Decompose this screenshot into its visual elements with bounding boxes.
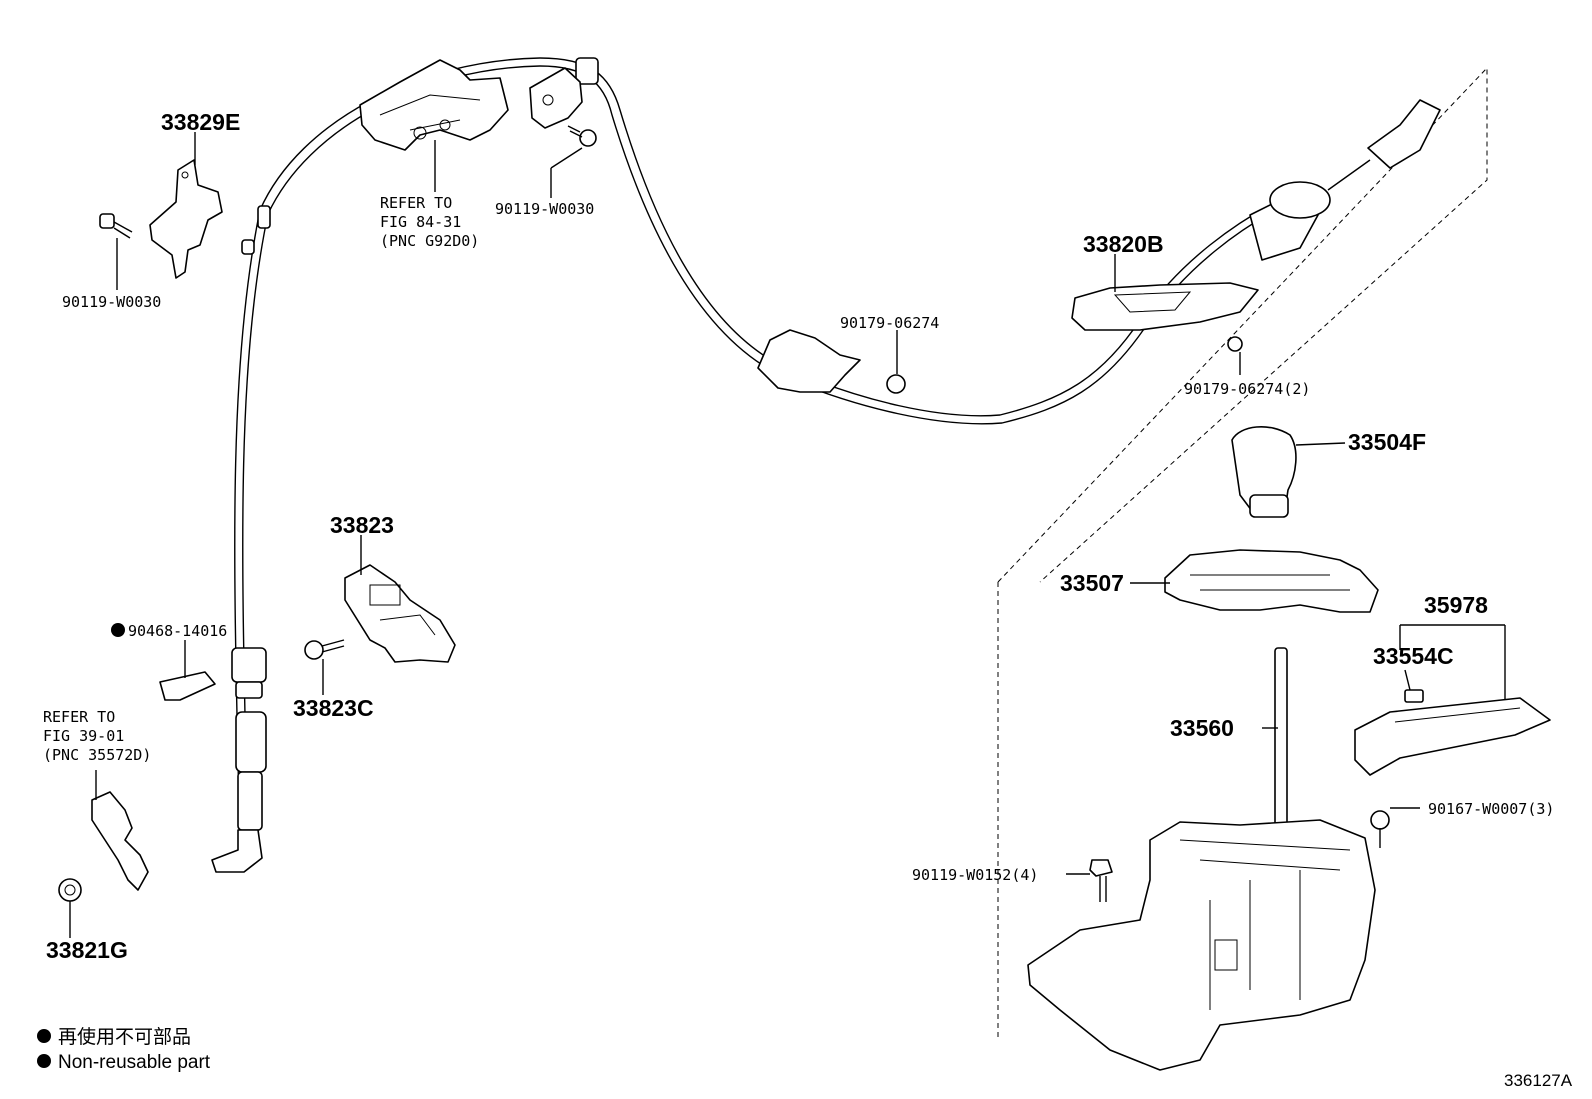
label-33554C: 33554C	[1373, 643, 1454, 669]
label-90468-14016: 90468-14016	[128, 622, 227, 640]
label-33829E: 33829E	[161, 109, 240, 135]
legend-bullet	[37, 1054, 51, 1068]
label-33507: 33507	[1060, 570, 1124, 596]
nut-icon	[58, 878, 82, 902]
non-reusable-marker	[111, 623, 125, 637]
shift-knob-33504F	[1231, 425, 1297, 518]
position-indicator-35978	[1354, 689, 1551, 776]
refer-fig-39-01-line2: FIG 39-01	[43, 727, 124, 745]
refer-fig-84-31-line2: FIG 84-31	[380, 213, 461, 231]
legend-line-ja: 再使用不可部品	[58, 1026, 191, 1048]
assembly-boundary	[997, 66, 1488, 1040]
label-90119-W0152-4: 90119-W0152(4)	[912, 866, 1038, 884]
label-90119-W0030-top: 90119-W0030	[495, 200, 594, 218]
shift-lever-housing-33507	[1164, 549, 1379, 613]
label-33560: 33560	[1170, 715, 1234, 741]
label-33823C: 33823C	[293, 695, 374, 721]
refer-fig-39-01-line1: REFER TO	[43, 708, 115, 726]
clip-90468-14016	[159, 671, 216, 701]
upper-cable-bracket	[359, 59, 509, 151]
legend: 再使用不可部品 Non-reusable part	[37, 1026, 211, 1073]
bolt-icon	[99, 213, 133, 239]
bracket-33829E	[149, 159, 223, 279]
figure-id: 336127A	[1504, 1071, 1573, 1090]
leader-lines	[69, 132, 1506, 938]
refer-fig-39-01-line3: (PNC 35572D)	[43, 746, 151, 764]
label-90119-W0030-left: 90119-W0030	[62, 293, 161, 311]
bracket-33823	[344, 564, 456, 663]
bolt-icon	[1089, 859, 1113, 902]
label-90167-W0007-3: 90167-W0007(3)	[1428, 800, 1554, 818]
label-33823: 33823	[330, 512, 394, 538]
label-33504F: 33504F	[1348, 429, 1426, 455]
legend-bullet	[37, 1029, 51, 1043]
label-33820B: 33820B	[1083, 231, 1164, 257]
label-90179-06274: 90179-06274	[840, 314, 939, 332]
cable-end-bushing	[91, 791, 149, 891]
bolt-icon	[304, 639, 345, 660]
refer-fig-84-31-line3: (PNC G92D0)	[380, 232, 479, 250]
cable-clamp-bracket	[529, 67, 583, 129]
cable-retainer-bracket	[757, 329, 906, 394]
cable-cover-plate-33820B	[1071, 282, 1259, 352]
label-90179-06274-2: 90179-06274(2)	[1184, 380, 1310, 398]
bolt-icon	[567, 125, 597, 147]
label-35978: 35978	[1424, 592, 1488, 618]
legend-line-en: Non-reusable part	[58, 1052, 211, 1073]
bolt-icon	[1370, 810, 1390, 848]
shift-control-cable	[211, 57, 1441, 873]
refer-fig-84-31-line1: REFER TO	[380, 194, 452, 212]
shift-lever-assembly-33560	[1027, 647, 1376, 1071]
label-33821G: 33821G	[46, 937, 128, 963]
